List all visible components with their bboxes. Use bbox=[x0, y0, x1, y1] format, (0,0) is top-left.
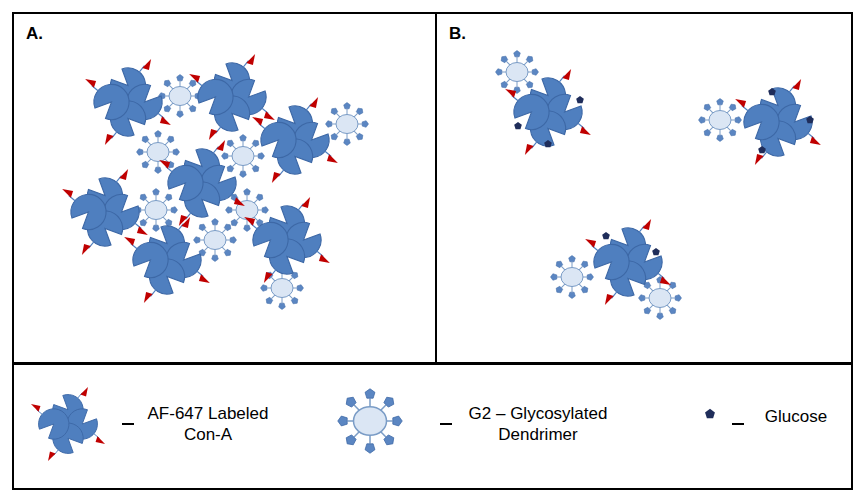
aggregate-network bbox=[62, 54, 368, 309]
legend-text: Glucose bbox=[748, 406, 844, 427]
dissociated-complexes bbox=[496, 51, 821, 320]
panel: B. bbox=[435, 12, 853, 364]
legend-dash bbox=[440, 423, 452, 425]
legend-dash bbox=[122, 423, 134, 425]
glucose-sample bbox=[705, 409, 715, 418]
legend-text: G2 – Glycosylated Dendrimer bbox=[458, 403, 618, 445]
panel-label: B. bbox=[449, 24, 466, 44]
panel: A. bbox=[12, 12, 437, 364]
cona-sample bbox=[31, 387, 105, 461]
legend-dash bbox=[732, 423, 744, 425]
legend-box bbox=[13, 364, 852, 489]
panel-label: A. bbox=[26, 24, 43, 44]
dendrimer-sample bbox=[338, 389, 403, 454]
legend-text: AF-647 Labeled Con-A bbox=[138, 403, 278, 445]
